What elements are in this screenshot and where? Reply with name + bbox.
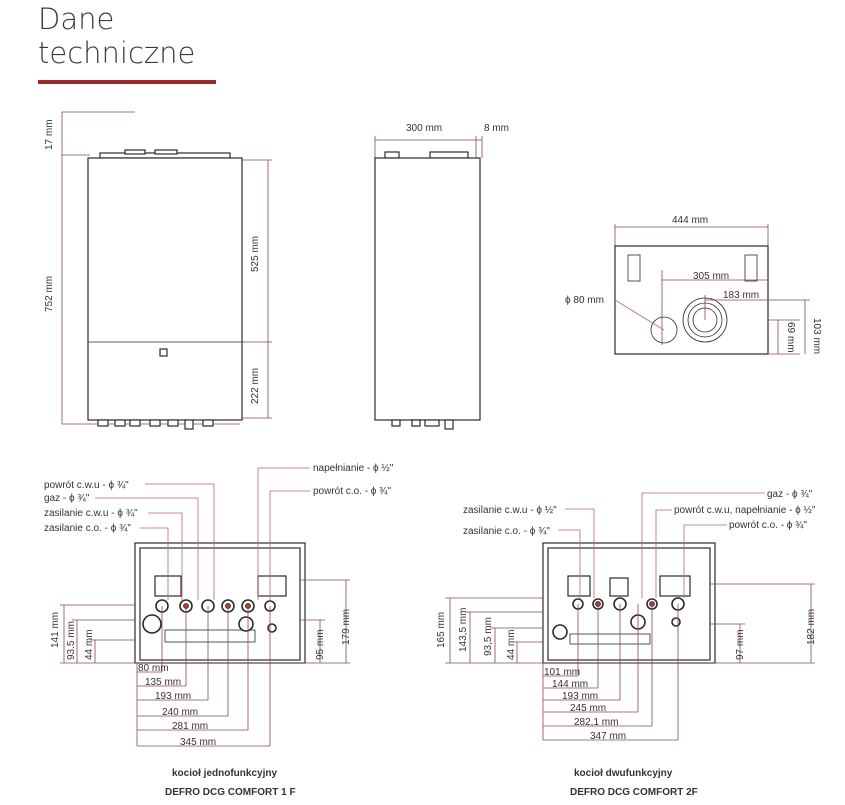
right-label-powrot-co: powrót c.o. - ϕ ¾"	[729, 520, 808, 531]
front-top-gap-label: 17 mm	[44, 119, 55, 150]
left-hdim-80: 80 mm	[138, 663, 169, 674]
page-title: Dane techniczne	[38, 2, 195, 70]
left-label-napelnianie: napełnianie - ϕ ½"	[313, 463, 394, 474]
left-vdim-141: 141 mm	[50, 612, 61, 648]
title-line-1: Dane	[38, 2, 115, 36]
right-caption-type: kocioł dwufunkcyjny	[574, 768, 673, 779]
left-hdim-193: 193 mm	[155, 691, 191, 702]
right-label-zasilanie-co: zasilanie c.o. - ϕ ¾"	[463, 526, 550, 537]
right-vdim-182: 182 mm	[806, 609, 817, 645]
left-label-powrot-cwu: powrót c.w.u - ϕ ¾"	[44, 480, 129, 491]
side-offset-label: 8 mm	[484, 123, 509, 134]
left-vdim-95: 95 mm	[315, 629, 326, 660]
top-flue-x2-label: 183 mm	[723, 290, 759, 301]
left-label-gaz: gaz - ϕ ¾"	[44, 493, 90, 504]
right-vdim-44: 44 mm	[506, 629, 517, 660]
left-hdim-135: 135 mm	[145, 677, 181, 688]
right-label-gaz: gaz - ϕ ¾"	[767, 489, 813, 500]
left-hdim-281: 281 mm	[172, 721, 208, 732]
left-hdim-345: 345 mm	[180, 737, 216, 748]
right-hdim-347: 347 mm	[590, 731, 626, 742]
left-vdim-44: 44 mm	[84, 629, 95, 660]
right-label-zasilanie-cwu: zasilanie c.w.u - ϕ ½"	[463, 505, 557, 516]
top-view	[614, 224, 810, 355]
front-lower-label: 222 mm	[250, 368, 261, 404]
left-unit-drawing	[60, 467, 350, 747]
right-caption-model: DEFRO DCG COMFORT 2F	[570, 787, 698, 798]
right-hdim-193: 193 mm	[562, 691, 598, 702]
right-unit-drawing	[445, 492, 815, 741]
right-hdim-144: 144 mm	[552, 679, 588, 690]
front-view	[61, 111, 272, 430]
right-label-powrot-cwu-napelnianie: powrót c.w.u, napełnianie - ϕ ½"	[674, 505, 816, 516]
right-vdim-97: 97 mm	[735, 629, 746, 660]
left-label-zasilanie-cwu: zasilanie c.w.u - ϕ ¾"	[44, 508, 138, 519]
top-h2-label: 103 mm	[811, 318, 822, 354]
left-caption-model: DEFRO DCG COMFORT 1 F	[165, 787, 296, 798]
top-flue-dia-label: ϕ 80 mm	[565, 295, 604, 306]
right-hdim-101: 101 mm	[544, 667, 580, 678]
left-label-powrot-co: powrót c.o. - ϕ ¾"	[313, 486, 392, 497]
right-vdim-93-5: 93,5 mm	[483, 617, 494, 656]
right-vdim-165: 165 mm	[436, 612, 447, 648]
left-caption-type: kocioł jednofunkcyjny	[172, 768, 277, 779]
left-vdim-93-5: 93.5 mm	[66, 621, 77, 660]
top-h1-label: 69 mm	[785, 322, 796, 353]
front-upper-label: 525 mm	[250, 236, 261, 272]
right-vdim-143-5: 143,5 mm	[458, 608, 469, 652]
top-flue-x-label: 305 mm	[693, 271, 729, 282]
right-hdim-245: 245 mm	[570, 703, 606, 714]
left-hdim-240: 240 mm	[162, 707, 198, 718]
left-vdim-179: 179 mm	[341, 609, 352, 645]
top-width-label: 444 mm	[672, 215, 708, 226]
title-line-2: techniczne	[38, 36, 196, 70]
front-height-label: 752 mm	[44, 276, 55, 312]
title-underline	[38, 80, 216, 84]
right-hdim-282-1: 282,1 mm	[574, 717, 618, 728]
side-view	[374, 136, 483, 430]
side-depth-label: 300 mm	[406, 123, 442, 134]
left-label-zasilanie-co: zasilanie c.o. - ϕ ¾"	[44, 523, 131, 534]
